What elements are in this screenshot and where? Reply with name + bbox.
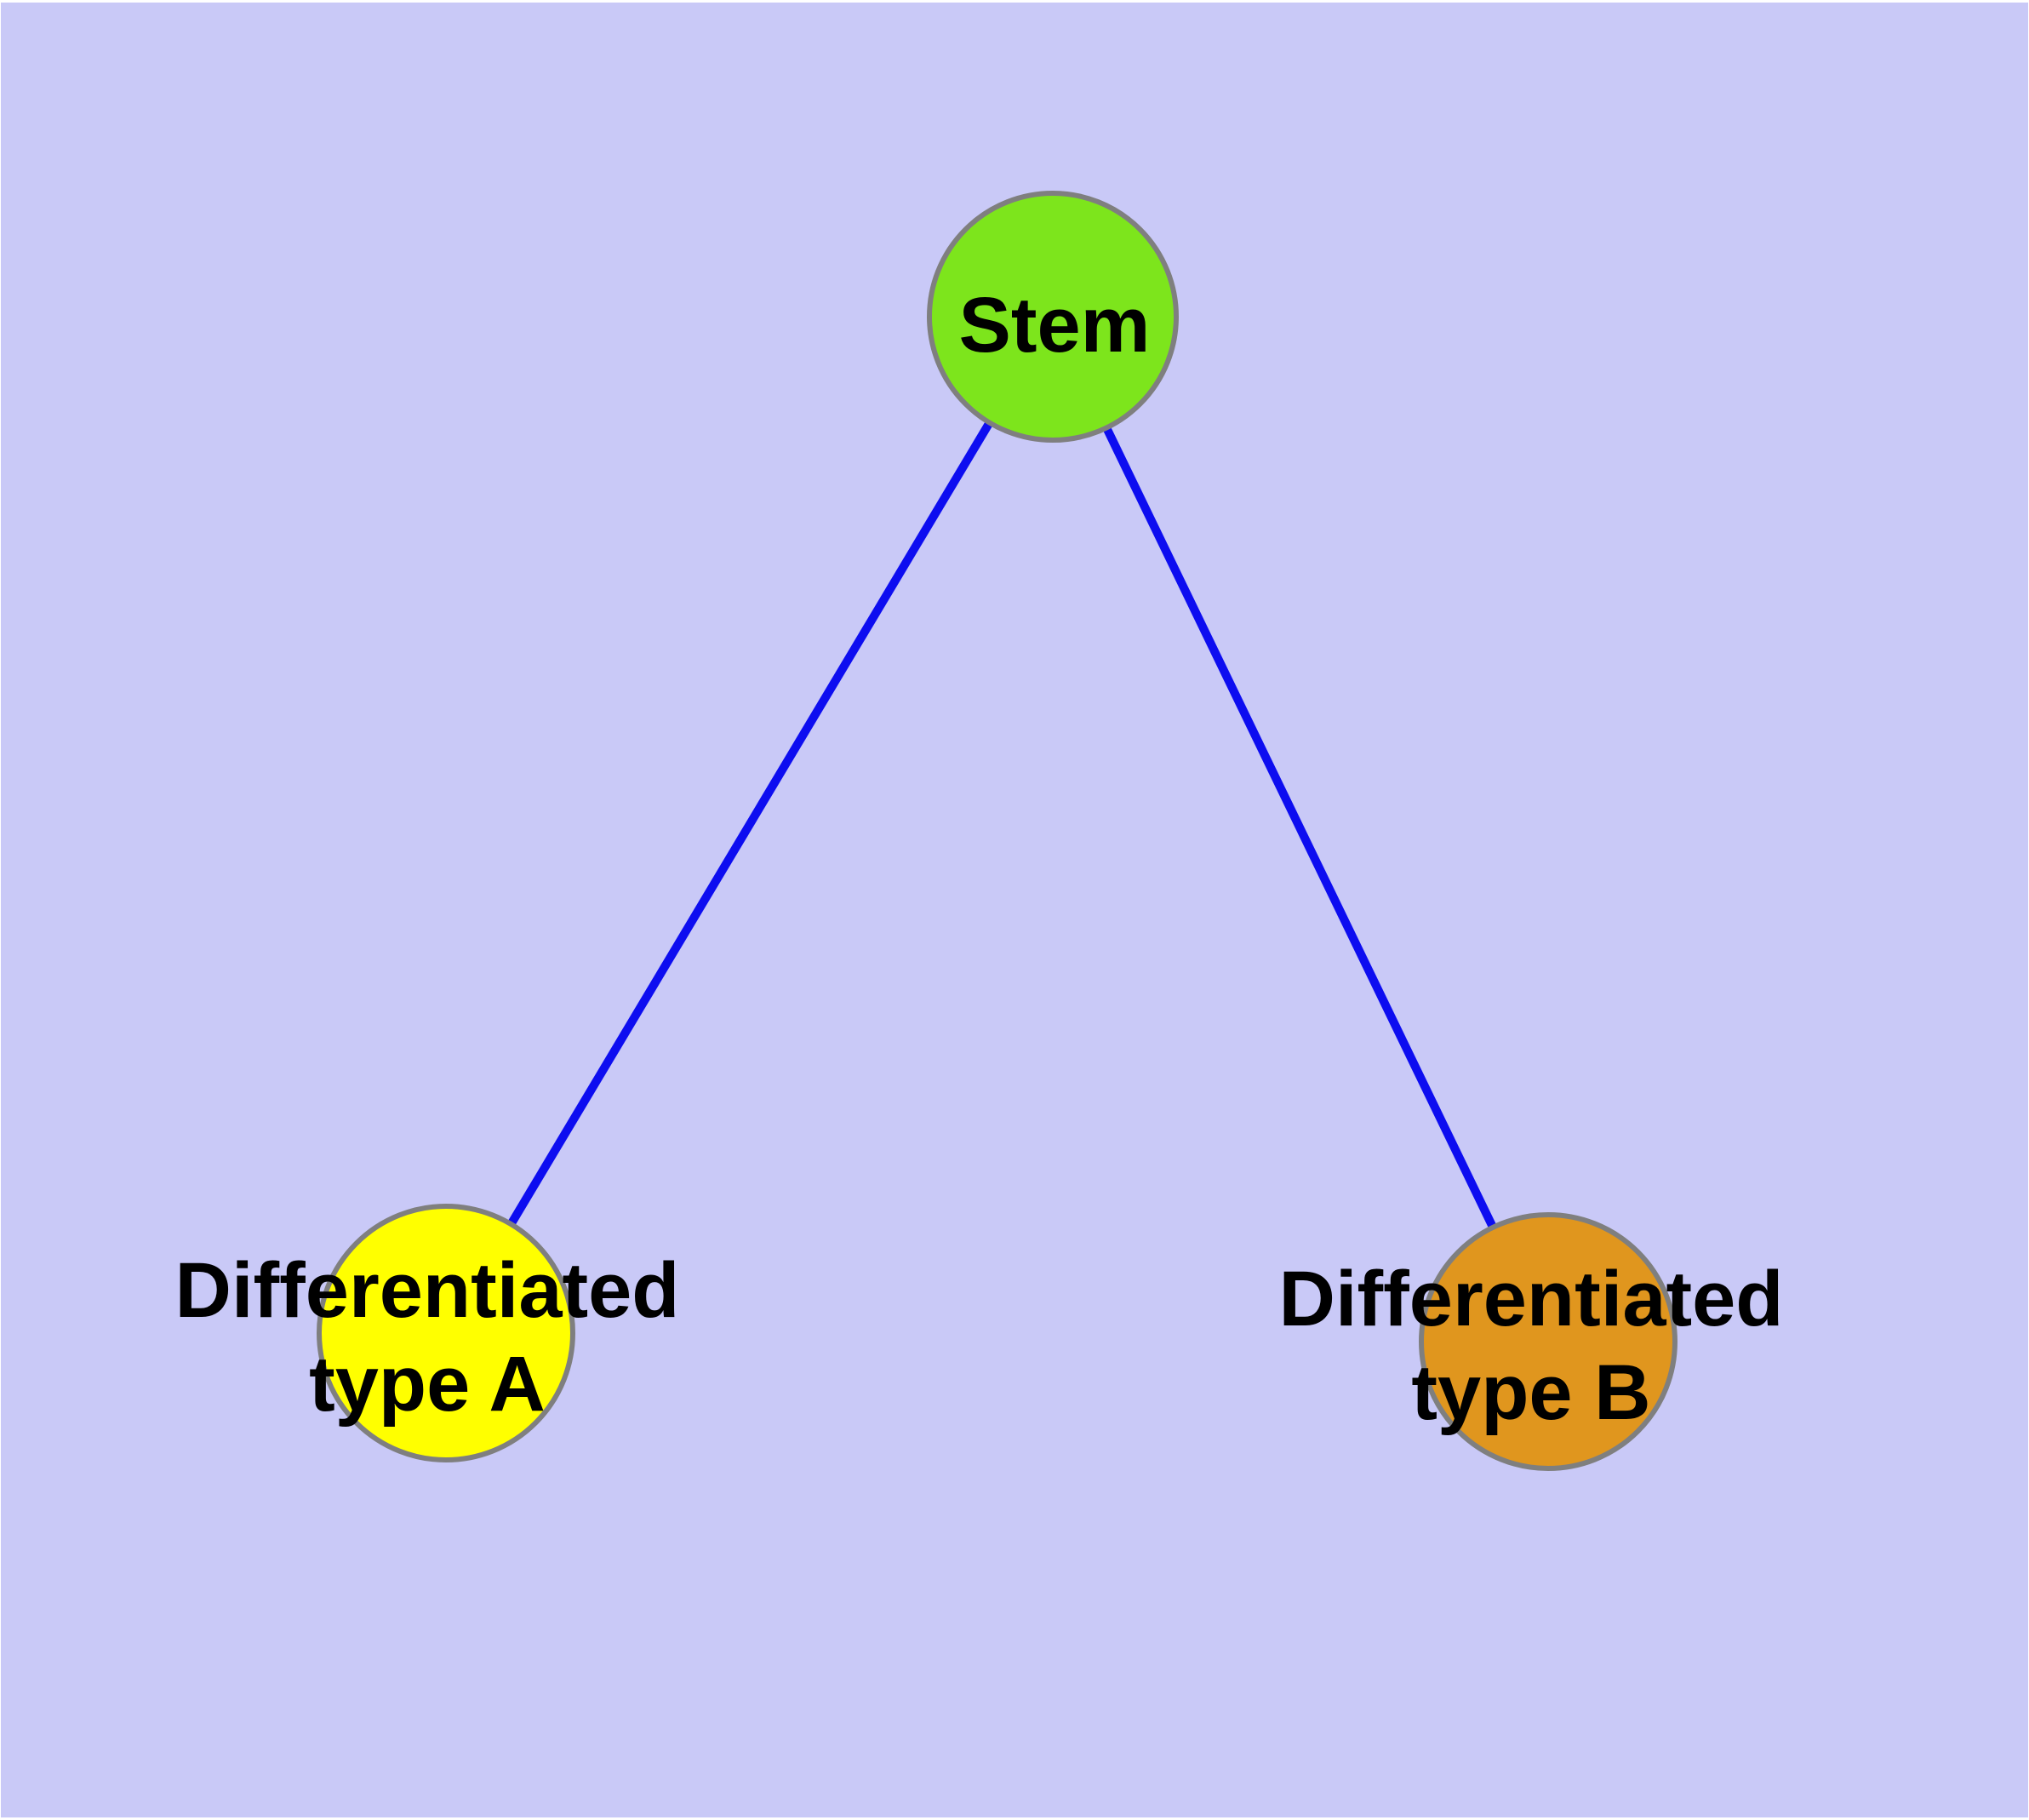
node-differentiated-type-b-label-line2: type B <box>1411 1349 1651 1436</box>
node-differentiated-type-a <box>317 1204 575 1462</box>
node-differentiated-type-b-label: Differentiated type B <box>1279 1252 1784 1439</box>
diagram-canvas: Stem Differentiated type A Differentiate… <box>1 3 2028 1817</box>
node-stem-label: Stem <box>958 282 1151 369</box>
node-differentiated-type-a-label-line1: Differentiated <box>174 1247 680 1334</box>
edge-stem-to-typeA <box>442 314 1057 1336</box>
node-differentiated-type-a-label-line2: type A <box>309 1341 546 1428</box>
node-differentiated-type-b <box>1419 1212 1677 1471</box>
node-differentiated-type-b-label-line1: Differentiated <box>1278 1256 1784 1342</box>
node-stem <box>927 191 1179 443</box>
edge-stem-to-typeB <box>1049 314 1552 1344</box>
node-differentiated-type-a-label: Differentiated type A <box>175 1244 680 1431</box>
edges-layer <box>442 314 1552 1344</box>
